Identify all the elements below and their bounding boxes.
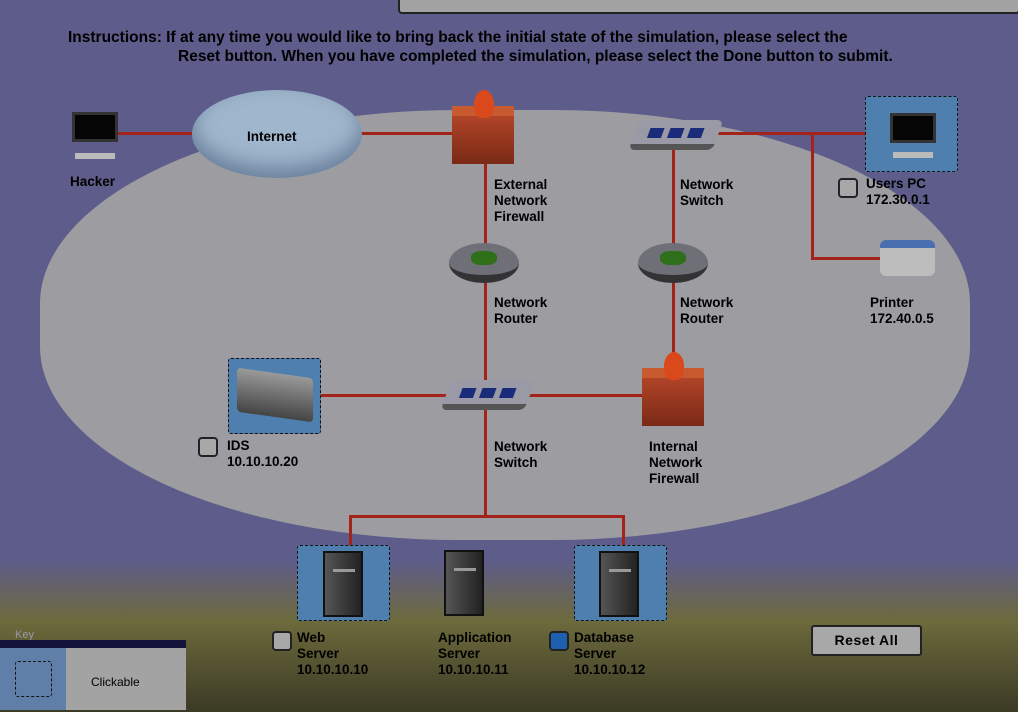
keyboard-icon bbox=[75, 153, 115, 159]
label-line: Router bbox=[680, 311, 724, 326]
label-line: IDS bbox=[227, 438, 250, 453]
label-line: Network bbox=[680, 177, 734, 192]
label-line: Printer bbox=[870, 295, 914, 310]
label-line: Users PC bbox=[866, 176, 927, 191]
key-swatch-bg bbox=[0, 648, 66, 710]
internet-cloud-icon bbox=[192, 90, 362, 178]
left-router-icon bbox=[449, 243, 519, 283]
internet-label: Internet bbox=[247, 129, 297, 144]
label-line: Application bbox=[438, 630, 512, 645]
label-line: Internal bbox=[649, 439, 698, 454]
center-switch-icon bbox=[440, 380, 536, 410]
label-line: Firewall bbox=[494, 209, 545, 224]
label-line: Network bbox=[649, 455, 703, 470]
hacker-label: Hacker bbox=[70, 174, 116, 189]
label-line: Network bbox=[680, 295, 734, 310]
link-switch-userspc bbox=[712, 132, 892, 135]
monitor-icon bbox=[72, 112, 118, 142]
key-panel: Clickable bbox=[0, 648, 186, 710]
instructions-line2: Reset button. When you have completed th… bbox=[178, 48, 893, 65]
label-line: External bbox=[494, 177, 548, 192]
label-line: Router bbox=[494, 311, 538, 326]
label-line: Server bbox=[438, 646, 481, 661]
internal-firewall-icon bbox=[642, 352, 704, 426]
link-printer-vertical bbox=[811, 132, 814, 259]
label-line: 172.30.0.1 bbox=[866, 192, 930, 207]
instructions: Instructions: If at any time you would l… bbox=[68, 28, 988, 66]
server-icon bbox=[599, 551, 639, 617]
reset-all-button[interactable]: Reset All bbox=[811, 625, 922, 656]
ids-clickable[interactable] bbox=[228, 358, 321, 434]
label-line: 10.10.10.11 bbox=[438, 662, 509, 677]
web-server-checkbox[interactable] bbox=[272, 631, 292, 651]
link-servers bbox=[349, 515, 624, 518]
label-line: 172.40.0.5 bbox=[870, 311, 934, 326]
instructions-line1: Instructions: If at any time you would l… bbox=[68, 29, 848, 46]
link-db bbox=[622, 515, 625, 547]
label-line: Network bbox=[494, 439, 548, 454]
key-header-bar bbox=[0, 640, 186, 648]
label-line: 10.10.10.12 bbox=[574, 662, 646, 677]
label-line: Database bbox=[574, 630, 635, 645]
users-pc-clickable[interactable] bbox=[865, 96, 958, 172]
server-icon bbox=[323, 551, 363, 617]
ids-appliance-icon bbox=[237, 367, 313, 423]
label-line: Firewall bbox=[649, 471, 700, 486]
top-switch-icon bbox=[628, 120, 724, 150]
external-firewall-icon bbox=[452, 90, 514, 164]
key-clickable-label: Clickable bbox=[91, 675, 140, 689]
label-line: 10.10.10.20 bbox=[227, 454, 299, 469]
database-server-clickable[interactable] bbox=[574, 545, 667, 621]
label-line: Network bbox=[494, 193, 548, 208]
label-line: Network bbox=[494, 295, 548, 310]
label-line: Server bbox=[574, 646, 617, 661]
background-shape bbox=[40, 110, 970, 540]
ids-checkbox[interactable] bbox=[198, 437, 218, 457]
label-line: Server bbox=[297, 646, 340, 661]
application-server-icon bbox=[444, 550, 484, 616]
printer-icon bbox=[880, 240, 935, 276]
link-printer bbox=[811, 257, 881, 260]
right-router-icon bbox=[638, 243, 708, 283]
label-line: Web bbox=[297, 630, 326, 645]
link-core-vertical bbox=[484, 160, 487, 515]
link-hacker-internet bbox=[118, 132, 198, 135]
users-pc-checkbox[interactable] bbox=[838, 178, 858, 198]
monitor-icon bbox=[890, 113, 936, 143]
link-internet-firewall bbox=[358, 132, 453, 135]
label-line: Switch bbox=[680, 193, 724, 208]
web-server-clickable[interactable] bbox=[297, 545, 390, 621]
link-web bbox=[349, 515, 352, 547]
label-line: 10.10.10.10 bbox=[297, 662, 369, 677]
key-title: Key bbox=[15, 629, 34, 641]
top-window-edge bbox=[398, 0, 1018, 14]
key-clickable-swatch bbox=[15, 661, 52, 697]
label-line: Switch bbox=[494, 455, 538, 470]
database-server-checkbox[interactable] bbox=[549, 631, 569, 651]
keyboard-icon bbox=[893, 152, 933, 158]
